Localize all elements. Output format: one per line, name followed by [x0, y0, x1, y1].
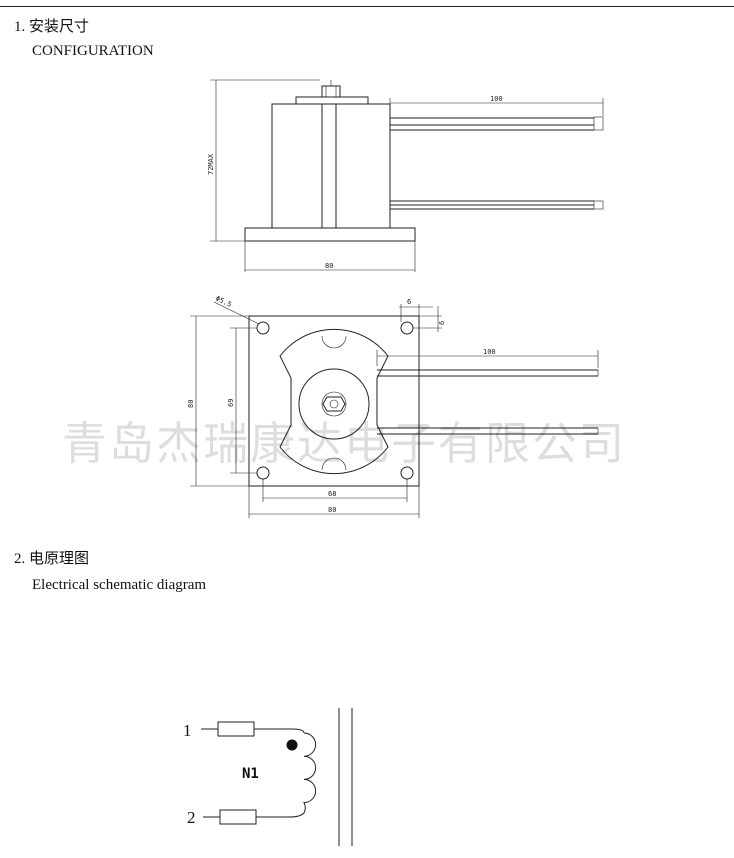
front-dim-height: 72MAX	[207, 153, 215, 175]
section-1-title-cn: 安装尺寸	[29, 19, 90, 35]
top-dim-edge-x: 6	[407, 298, 411, 306]
top-base-plate	[248, 315, 420, 487]
top-notch-lower	[321, 457, 347, 471]
section-1-title-en: CONFIGURATION	[32, 43, 154, 59]
top-dim-hole-pitch-h: 68	[328, 490, 336, 498]
pin-2-label: 2	[187, 808, 196, 827]
schematic-diagram: 1 2 N1	[183, 708, 353, 846]
section-2-title-cn: 电原理图	[29, 551, 90, 567]
top-dim-hole-pitch-v: 69	[227, 399, 235, 407]
front-body	[271, 103, 391, 229]
mount-hole-tr	[400, 321, 414, 335]
section-2-number: 2.	[14, 551, 26, 567]
top-dim-edge-y: 6	[438, 321, 446, 325]
front-dim-base-width: 80	[325, 262, 333, 270]
company-watermark: 青岛杰瑞康达电子有限公司	[62, 417, 627, 470]
top-dim-outer-width: 80	[328, 506, 336, 514]
pin-1-label: 1	[183, 721, 192, 740]
section-1-number: 1.	[14, 19, 26, 35]
top-rule	[0, 6, 734, 7]
fuse-2-symbol	[219, 809, 257, 825]
front-nut	[321, 85, 341, 98]
section-2-title-en: Electrical schematic diagram	[32, 577, 207, 593]
top-body-outline	[279, 328, 389, 475]
section-1-heading: 1. 安装尺寸	[14, 18, 89, 36]
front-lower-lead-tip	[593, 200, 604, 210]
top-view: 100 Φ5.5 6 6 80 69 68 80	[187, 295, 599, 518]
front-view: 100 72MAX 80	[207, 79, 604, 272]
polarity-dot	[286, 739, 298, 751]
top-inner-ring	[298, 368, 370, 440]
winding-label: N1	[242, 766, 259, 782]
front-top-cap	[295, 96, 369, 105]
fuse-1-symbol	[217, 721, 255, 737]
top-dim-outer-height: 80	[187, 400, 195, 408]
front-base-plate	[244, 227, 416, 242]
top-bolt-washer	[321, 391, 347, 417]
section-2-heading: 2. 电原理图	[14, 550, 89, 568]
top-dim-lead-length: 100	[483, 348, 496, 356]
top-bolt-hex	[322, 396, 346, 412]
front-upper-lead-tip	[593, 116, 604, 131]
front-dim-lead-length: 100	[490, 95, 503, 103]
winding-coil	[303, 732, 317, 814]
top-notch-upper	[321, 335, 347, 349]
